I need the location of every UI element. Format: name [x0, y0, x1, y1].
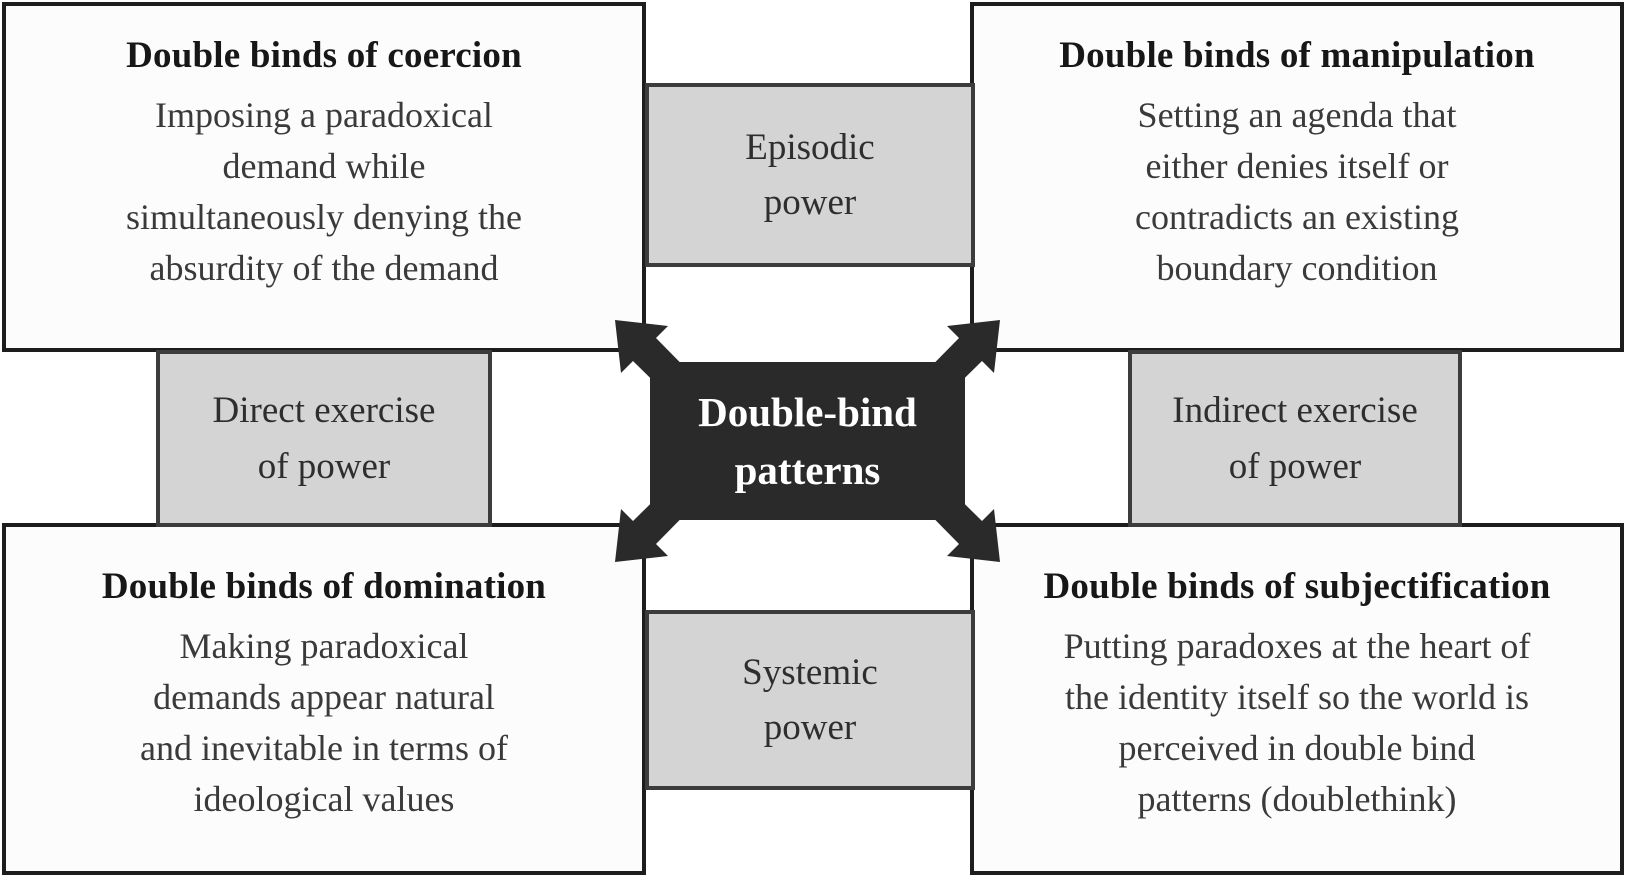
quadrant-subjectification: Double binds of subjectification Putting… [970, 523, 1624, 875]
power-label-indirect-exercise: Indirect exercise of power [1128, 350, 1462, 527]
quadrant-manipulation: Double binds of manipulation Setting an … [970, 2, 1624, 352]
quadrant-manipulation-title: Double binds of manipulation [1059, 35, 1535, 76]
quadrant-domination-title: Double binds of domination [101, 566, 547, 607]
four-way-arrows-icon [615, 320, 1000, 562]
quadrant-domination: Double binds of domination Making parado… [2, 523, 646, 875]
power-label-direct-exercise: Direct exercise of power [156, 350, 492, 527]
power-label-systemic: Systemic power [645, 610, 975, 790]
quadrant-coercion: Double binds of coercion Imposing a para… [2, 2, 646, 352]
quadrant-domination-description: Making paradoxical demands appear natura… [140, 626, 508, 820]
quadrant-coercion-description: Imposing a paradoxical demand while simu… [126, 95, 522, 289]
quadrant-subjectification-title: Double binds of subjectification [1043, 566, 1551, 607]
quadrant-subjectification-description: Putting paradoxes at the heart of the id… [1063, 626, 1531, 820]
center-hub-label: Double-bind patterns [698, 388, 917, 493]
quadrant-manipulation-description: Setting an agenda that either denies its… [1135, 95, 1459, 289]
quadrant-coercion-title: Double binds of coercion [126, 35, 522, 76]
power-label-episodic: Episodic power [645, 83, 975, 267]
